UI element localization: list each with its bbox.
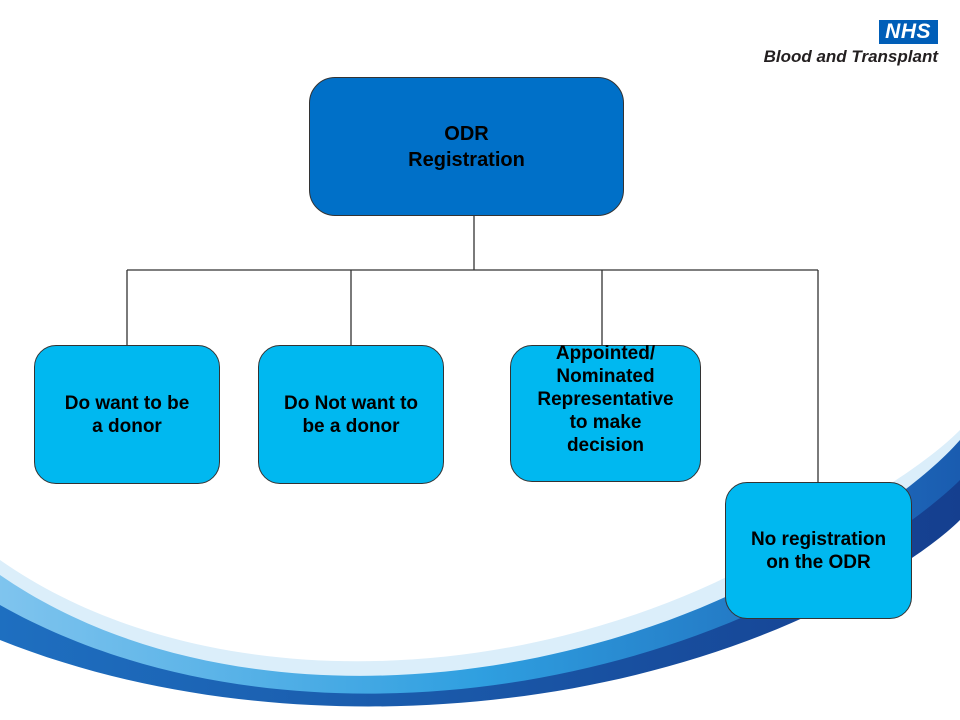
node-label: ODR Registration — [408, 122, 525, 171]
node-do-want-donor: Do want to be a donor — [34, 345, 220, 484]
nhs-badge: NHS — [879, 20, 938, 44]
organisation-name: Blood and Transplant — [763, 47, 938, 66]
node-do-not-want-donor: Do Not want to be a donor — [258, 345, 444, 484]
nhs-logo: NHS Blood and Transplant — [764, 20, 938, 67]
node-label: Appointed/ Nominated Representative to m… — [537, 343, 674, 456]
node-appointed-representative: Appointed/ Nominated Representative to m… — [510, 343, 701, 482]
node-label: Do want to be a donor — [64, 392, 190, 437]
node-label: Do Not want to be a donor — [283, 392, 419, 437]
node-label: No registration on the ODR — [750, 528, 887, 573]
node-no-registration: No registration on the ODR — [725, 482, 912, 619]
node-odr-registration: ODR Registration — [309, 77, 624, 216]
